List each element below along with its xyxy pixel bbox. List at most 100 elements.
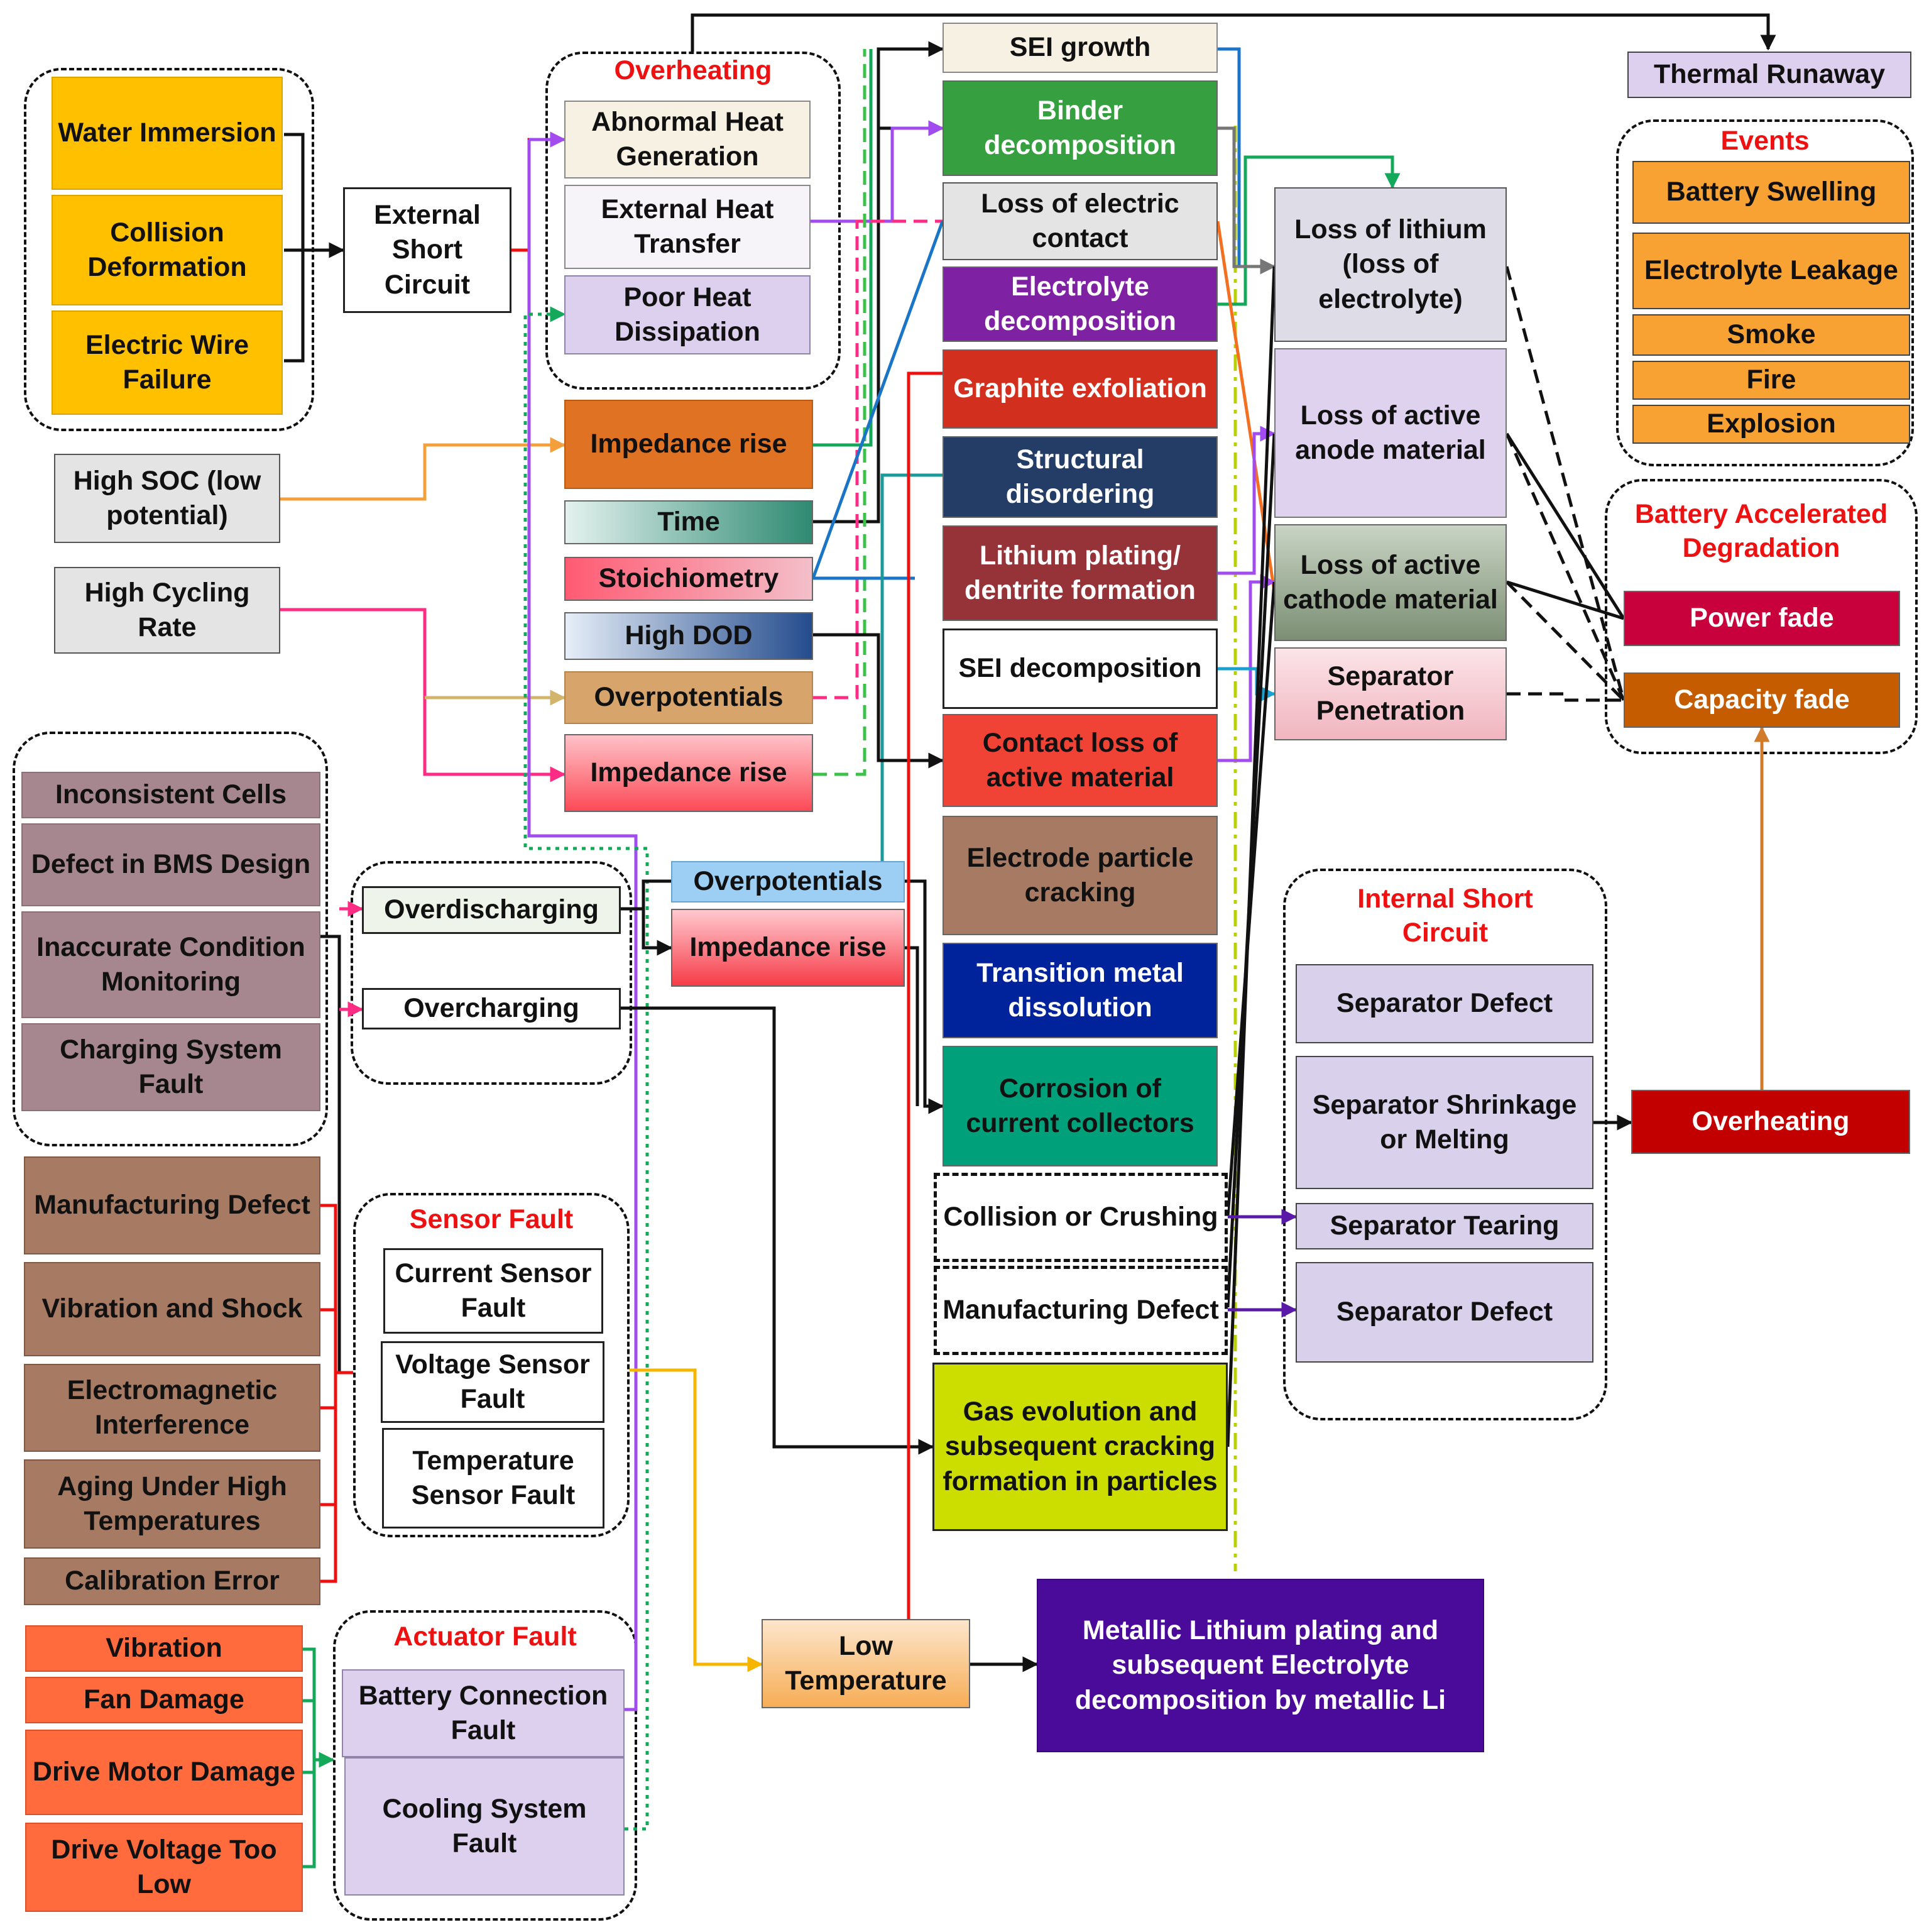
wire-binder-lithium	[1218, 126, 1276, 275]
high-dod-box: High DOD	[564, 612, 813, 660]
wire-black-fan3	[1226, 581, 1276, 1217]
sensor-fault-title: Sensor Fault	[409, 1204, 574, 1234]
inaccurate-monitoring-box: Inaccurate Condition Monitoring	[21, 911, 320, 1018]
low-temperature-box: Low Temperature	[762, 1619, 970, 1708]
wire-impedance-corrosion	[905, 946, 919, 1106]
wire-black-fan2	[1226, 433, 1276, 1308]
time-box: Time	[564, 500, 813, 544]
collision-deformation-box: Collision Deformation	[52, 195, 283, 305]
wire-sei-lithium	[1218, 47, 1241, 266]
graphite-exfoliation-box: Graphite exfoliation	[943, 349, 1218, 429]
temperature-sensor-fault-box: Temperature Sensor Fault	[382, 1428, 604, 1529]
thermal-runaway-box: Thermal Runaway	[1627, 52, 1911, 98]
wire-bms-down	[337, 1067, 353, 1375]
fan-damage-box: Fan Damage	[25, 1677, 303, 1723]
high-cycling-rate-box: High Cycling Rate	[54, 567, 280, 654]
wire-overpot-corrosion	[905, 879, 944, 1114]
separator-penetration-box: Separator Penetration	[1274, 647, 1507, 740]
poor-heat-dissipation-box: Poor Heat Dissipation	[564, 275, 811, 354]
external-short-circuit-box: External Short Circuit	[343, 187, 511, 313]
wire-sei-sep	[1218, 667, 1276, 702]
separator-defect-box-1: Separator Defect	[1296, 964, 1593, 1043]
corrosion-collectors-box: Corrosion of current collectors	[943, 1046, 1218, 1166]
manufacturing-defect-mech-box: Manufacturing Defect	[934, 1266, 1228, 1355]
impedance-rise-box-1: Impedance rise	[564, 400, 813, 489]
overdischarging-box: Overdischarging	[362, 886, 621, 934]
fire-box: Fire	[1632, 361, 1910, 400]
contact-loss-active-box: Contact loss of active material	[943, 714, 1218, 807]
electric-wire-failure-box: Electric Wire Failure	[52, 310, 283, 415]
transition-metal-dissolution-box: Transition metal dissolution	[943, 943, 1218, 1038]
abnormal-heat-generation-box: Abnormal Heat Generation	[564, 101, 811, 178]
voltage-sensor-fault-box: Voltage Sensor Fault	[381, 1341, 604, 1423]
overheating-group-title: Overheating	[614, 55, 772, 85]
calibration-error-box: Calibration Error	[24, 1557, 320, 1605]
current-sensor-fault-box: Current Sensor Fault	[383, 1248, 603, 1334]
water-immersion-box: Water Immersion	[52, 77, 283, 190]
loss-cathode-box: Loss of active cathode material	[1274, 524, 1507, 641]
wire-top-thermal	[691, 13, 1776, 52]
collision-crushing-box: Collision or Crushing	[934, 1173, 1228, 1262]
overcharging-box: Overcharging	[362, 988, 621, 1029]
overpotentials-box-1: Overpotentials	[564, 671, 813, 724]
gas-evolution-box: Gas evolution and subsequent cracking fo…	[932, 1363, 1228, 1531]
wire-dod	[813, 633, 944, 769]
wire-overcharging	[621, 1006, 934, 1455]
binder-decomposition-box: Binder decomposition	[943, 80, 1218, 176]
wire-voltage-lowtemp	[630, 1368, 763, 1672]
internal-short-title: Internal Short Circuit	[1357, 884, 1533, 948]
external-heat-transfer-box: External Heat Transfer	[564, 185, 811, 269]
internal-short-group	[1283, 869, 1607, 1420]
lithium-plating-box: Lithium plating/ dentrite formation	[943, 525, 1218, 621]
degradation-title: Battery Accelerated Degradation	[1634, 499, 1888, 563]
battery-swelling-box: Battery Swelling	[1632, 161, 1910, 224]
wire-teal	[880, 473, 943, 861]
aging-high-temp-box: Aging Under High Temperatures	[24, 1459, 320, 1549]
smoke-box: Smoke	[1632, 314, 1910, 356]
wire-orange-contact	[1216, 221, 1276, 591]
stoichiometry-box: Stoichiometry	[564, 557, 813, 601]
wire-plating-anode	[1218, 425, 1276, 575]
wire-soc	[280, 437, 566, 501]
sei-decomposition-box: SEI decomposition	[943, 628, 1218, 709]
drive-voltage-low-box: Drive Voltage Too Low	[25, 1823, 303, 1912]
actuator-fault-title: Actuator Fault	[393, 1622, 577, 1652]
wire-sensor-bracket	[320, 1204, 353, 1583]
separator-defect-box-2: Separator Defect	[1296, 1262, 1593, 1363]
wire-contact-cathode	[1218, 574, 1276, 762]
high-soc-box: High SOC (low potential)	[54, 454, 280, 543]
cooling-system-fault-box: Cooling System Fault	[344, 1757, 625, 1896]
impedance-rise-box-3: Impedance rise	[671, 909, 905, 987]
wire-actuator-bracket	[303, 1647, 333, 1869]
capacity-fade-box: Capacity fade	[1624, 672, 1900, 728]
separator-shrinkage-box: Separator Shrinkage or Melting	[1296, 1056, 1593, 1189]
inconsistent-cells-box: Inconsistent Cells	[21, 772, 320, 818]
vibration-shock-box: Vibration and Shock	[24, 1262, 320, 1356]
loss-electric-contact-box: Loss of electric contact	[943, 182, 1218, 260]
explosion-box: Explosion	[1632, 405, 1910, 444]
loss-lithium-box: Loss of lithium (loss of electrolyte)	[1274, 187, 1507, 342]
sei-growth-box: SEI growth	[943, 23, 1218, 73]
charging-system-fault-box: Charging System Fault	[21, 1023, 320, 1111]
metallic-lithium-box: Metallic Lithium plating and subsequent …	[1037, 1579, 1484, 1752]
electrode-particle-cracking-box: Electrode particle cracking	[943, 816, 1218, 935]
power-fade-box: Power fade	[1624, 591, 1900, 646]
overheating-result-box: Overheating	[1631, 1090, 1910, 1154]
structural-disordering-box: Structural disordering	[943, 436, 1218, 518]
overpotentials-box-2: Overpotentials	[671, 861, 905, 903]
vibration-box: Vibration	[25, 1625, 303, 1672]
electrolyte-leakage-box: Electrolyte Leakage	[1632, 233, 1910, 309]
loss-anode-box: Loss of active anode material	[1274, 348, 1507, 518]
defect-bms-design-box: Defect in BMS Design	[21, 823, 320, 906]
electrolyte-decomposition-box: Electrolyte decomposition	[943, 266, 1218, 342]
wire-black-fan1	[1226, 266, 1276, 1447]
electromagnetic-interference-box: Electromagnetic Interference	[24, 1364, 320, 1452]
wire-cycling	[280, 608, 566, 782]
events-title: Events	[1720, 126, 1810, 156]
manufacturing-defect-cause-box: Manufacturing Defect	[24, 1156, 320, 1254]
impedance-rise-box-2: Impedance rise	[564, 734, 813, 812]
battery-connection-fault-box: Battery Connection Fault	[342, 1669, 625, 1757]
separator-tearing-box: Separator Tearing	[1296, 1203, 1593, 1249]
drive-motor-damage-box: Drive Motor Damage	[25, 1730, 303, 1815]
